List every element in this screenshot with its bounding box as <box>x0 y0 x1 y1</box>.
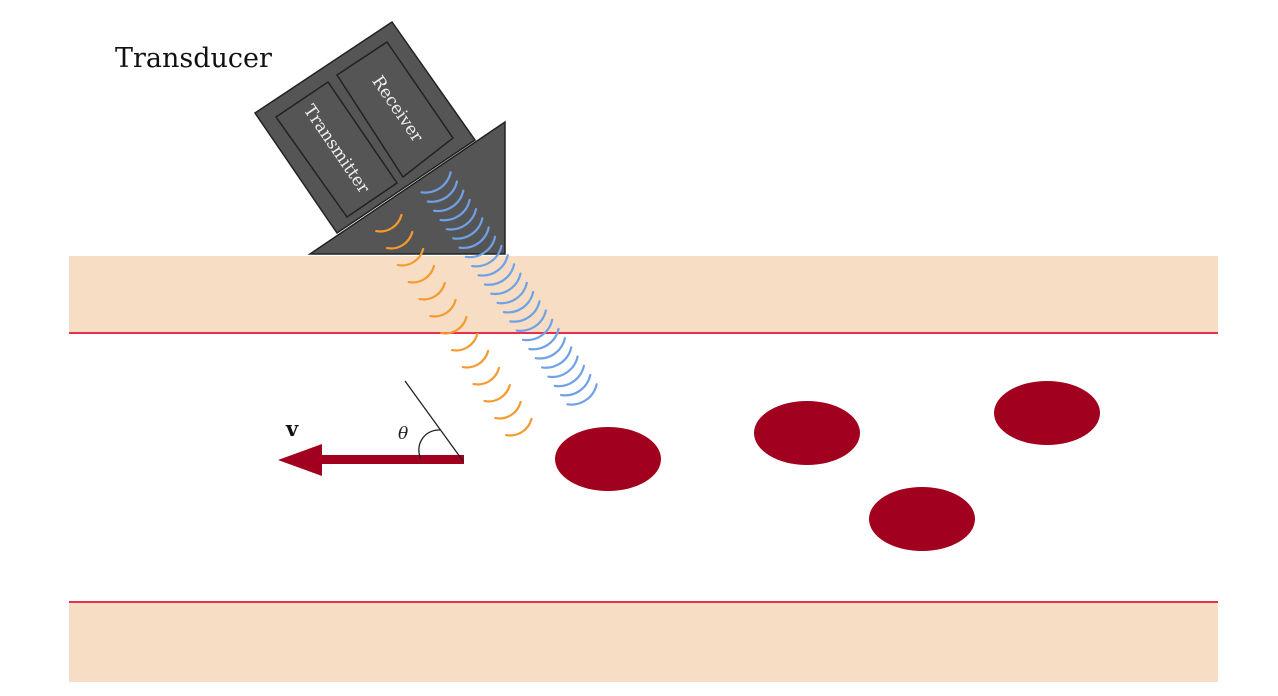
receive-wave-arc <box>509 300 541 323</box>
transmit-wave-arc <box>407 264 436 284</box>
blood-cell <box>555 427 661 491</box>
transmit-wave-arc <box>429 298 457 318</box>
transmit-wave-arc <box>505 417 533 437</box>
transmit-wave-arc <box>450 332 479 352</box>
blood-cell <box>994 381 1100 445</box>
transmit-wave-arc <box>418 281 446 301</box>
receive-wave-arc <box>540 346 573 369</box>
blood-cell <box>869 487 975 551</box>
transducer: Transmitter Receiver <box>253 20 506 255</box>
transducer-body <box>253 20 477 235</box>
transmit-wave-arc <box>494 400 522 420</box>
receive-wave-arc <box>426 180 459 203</box>
transmitter-element <box>274 80 399 219</box>
velocity-label: v <box>285 416 299 441</box>
velocity-indicator: v θ <box>278 380 464 476</box>
receive-wave-arc <box>420 171 452 194</box>
velocity-arrow-head <box>278 444 322 476</box>
receive-wave-arc <box>452 217 484 240</box>
receive-wave-arc <box>458 226 490 249</box>
receive-wave-arc <box>553 364 586 388</box>
receive-wave-arc <box>559 373 592 397</box>
transducer-title: Transducer <box>115 43 272 74</box>
transmit-wave-arc <box>396 247 425 267</box>
receive-wave-arc <box>464 235 497 259</box>
angle-arc <box>418 429 441 460</box>
transmit-wave-arc <box>375 213 403 233</box>
receive-wave-arc <box>502 290 535 314</box>
receive-wave-arc <box>566 383 598 406</box>
receive-wave-arc <box>547 355 579 379</box>
receive-wave-arc <box>433 189 465 213</box>
transmit-wave-arc <box>440 315 468 335</box>
receive-wave-arc <box>515 309 547 332</box>
transmit-wave-arc <box>483 383 511 403</box>
receive-wave-arc <box>439 198 471 222</box>
receive-wave-arc <box>521 318 554 342</box>
receive-wave-arc <box>534 337 566 360</box>
transmit-wave-arc <box>385 230 414 250</box>
tissue-bottom <box>69 602 1218 682</box>
transmit-wave-arc <box>461 349 490 369</box>
receive-wave-arc <box>496 281 528 305</box>
blood-cells <box>555 381 1100 551</box>
receive-wave-arc <box>483 263 516 286</box>
velocity-arrow-shaft <box>318 455 464 464</box>
receive-wave-arc <box>528 327 560 351</box>
angle-label: θ <box>398 424 408 444</box>
transmit-wave-arc <box>472 366 501 386</box>
transducer-wedge <box>307 120 506 255</box>
receive-wave-arc <box>471 244 503 268</box>
receiver-element <box>335 40 455 179</box>
tissue-top <box>69 256 1218 333</box>
receive-wave-arc <box>490 272 522 296</box>
ultrasound-waves <box>375 171 598 437</box>
receive-wave-arc <box>445 207 478 231</box>
blood-cell <box>754 401 860 465</box>
beam-angle-line <box>404 380 464 462</box>
receive-wave-arc <box>477 254 509 277</box>
